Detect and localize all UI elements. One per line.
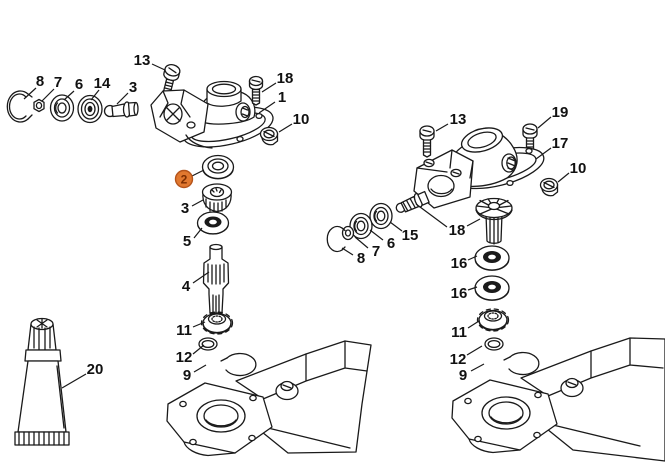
- callout-9[interactable]: 9: [459, 363, 485, 384]
- part-ring-9-left: [220, 352, 257, 377]
- callout-18[interactable]: 18: [415, 203, 481, 239]
- part-bearing-15: [369, 202, 393, 230]
- callout-7[interactable]: 7: [41, 74, 62, 102]
- callout-6[interactable]: 6: [369, 229, 395, 252]
- svg-text:6: 6: [75, 76, 83, 93]
- part-ring-9-right: [503, 351, 540, 376]
- callout-20[interactable]: 20: [61, 361, 104, 389]
- callout-11[interactable]: 11: [451, 320, 480, 341]
- svg-text:20: 20: [87, 361, 104, 378]
- svg-text:3: 3: [129, 79, 137, 96]
- callout-17[interactable]: 17: [535, 135, 569, 160]
- callout-6[interactable]: 6: [63, 76, 83, 101]
- part-grease-tube-20: [14, 317, 70, 446]
- highlight-circle: [174, 169, 194, 189]
- callout-10[interactable]: 10: [278, 111, 310, 133]
- callout-10[interactable]: 10: [557, 160, 587, 183]
- part-gear-head-1: [150, 80, 274, 149]
- part-gear-head-17: [395, 127, 545, 213]
- callout-3[interactable]: 3: [181, 199, 204, 217]
- part-plug-10-right: [539, 177, 559, 197]
- callout-1[interactable]: 1: [258, 89, 286, 114]
- svg-text:8: 8: [36, 73, 44, 90]
- part-bearing-6-left: [49, 94, 75, 122]
- callout-19[interactable]: 19: [537, 104, 569, 129]
- svg-text:12: 12: [176, 349, 193, 366]
- part-bearing-16-upper: [474, 245, 510, 271]
- svg-text:11: 11: [176, 322, 192, 339]
- callout-15[interactable]: 15: [389, 221, 419, 244]
- svg-text:4: 4: [182, 278, 191, 295]
- part-washer-7: [33, 98, 45, 113]
- svg-text:18: 18: [277, 70, 294, 87]
- part-washer-7-right: [341, 225, 355, 241]
- part-housing-arm-right: [451, 337, 665, 462]
- callout-4[interactable]: 4: [182, 271, 210, 295]
- part-bevel-gear-18: [475, 197, 513, 245]
- svg-text:10: 10: [570, 160, 587, 177]
- callout-11[interactable]: 11: [176, 321, 206, 339]
- callout-14[interactable]: 14: [90, 75, 111, 101]
- part-plug-10-left: [259, 126, 279, 146]
- svg-text:10: 10: [293, 111, 310, 128]
- part-bevel-gear-3: [201, 183, 233, 213]
- callout-8[interactable]: 8: [23, 73, 44, 100]
- svg-text:19: 19: [552, 104, 569, 121]
- svg-text:11: 11: [451, 324, 467, 341]
- svg-text:16: 16: [451, 285, 468, 302]
- part-bearing-6-right: [349, 212, 373, 240]
- part-sprocket-11-left: [200, 311, 234, 335]
- svg-text:3: 3: [181, 200, 189, 217]
- svg-text:12: 12: [450, 351, 467, 368]
- callout-7[interactable]: 7: [354, 236, 380, 260]
- callout-12[interactable]: 12: [450, 345, 483, 368]
- part-shaft-4: [202, 243, 230, 316]
- svg-text:1: 1: [278, 89, 286, 106]
- part-bearing-16-lower: [474, 275, 510, 301]
- part-o-ring-12-right: [484, 337, 504, 351]
- svg-text:18: 18: [449, 222, 466, 239]
- part-screw-13-right: [419, 125, 435, 158]
- callout-12[interactable]: 12: [176, 344, 205, 366]
- part-bearing-5: [196, 211, 230, 235]
- callout-16[interactable]: 16: [451, 285, 478, 302]
- part-sprocket-11-right: [476, 308, 510, 332]
- callout-5[interactable]: 5: [183, 227, 203, 250]
- part-shaft-18-stub: [395, 190, 430, 213]
- svg-text:14: 14: [94, 75, 111, 92]
- callout-3[interactable]: 3: [116, 79, 137, 105]
- svg-text:16: 16: [451, 255, 468, 272]
- part-screw-18-left: [248, 75, 264, 106]
- svg-text:13: 13: [134, 52, 151, 69]
- svg-text:6: 6: [387, 235, 395, 252]
- part-bearing-14: [77, 94, 103, 124]
- svg-text:8: 8: [357, 250, 365, 267]
- part-o-ring-12-left: [198, 337, 218, 351]
- part-shaft-3-left: [103, 101, 139, 118]
- svg-text:9: 9: [459, 367, 467, 384]
- callout-2-highlighted[interactable]: 2: [174, 169, 205, 189]
- callout-13[interactable]: 13: [435, 111, 467, 132]
- part-housing-arm-left: [166, 340, 372, 457]
- callout-9[interactable]: 9: [183, 364, 207, 384]
- part-bearing-2: [201, 154, 235, 180]
- svg-text:17: 17: [552, 135, 569, 152]
- callout-13[interactable]: 13: [134, 52, 166, 71]
- svg-text:9: 9: [183, 367, 191, 384]
- callout-8[interactable]: 8: [341, 247, 365, 267]
- svg-text:5: 5: [183, 233, 191, 250]
- svg-text:2: 2: [181, 173, 188, 187]
- svg-text:13: 13: [450, 111, 467, 128]
- svg-text:15: 15: [402, 227, 419, 244]
- svg-text:7: 7: [54, 74, 62, 91]
- svg-text:7: 7: [372, 243, 380, 260]
- callout-16[interactable]: 16: [451, 255, 478, 272]
- callout-18[interactable]: 18: [261, 70, 294, 93]
